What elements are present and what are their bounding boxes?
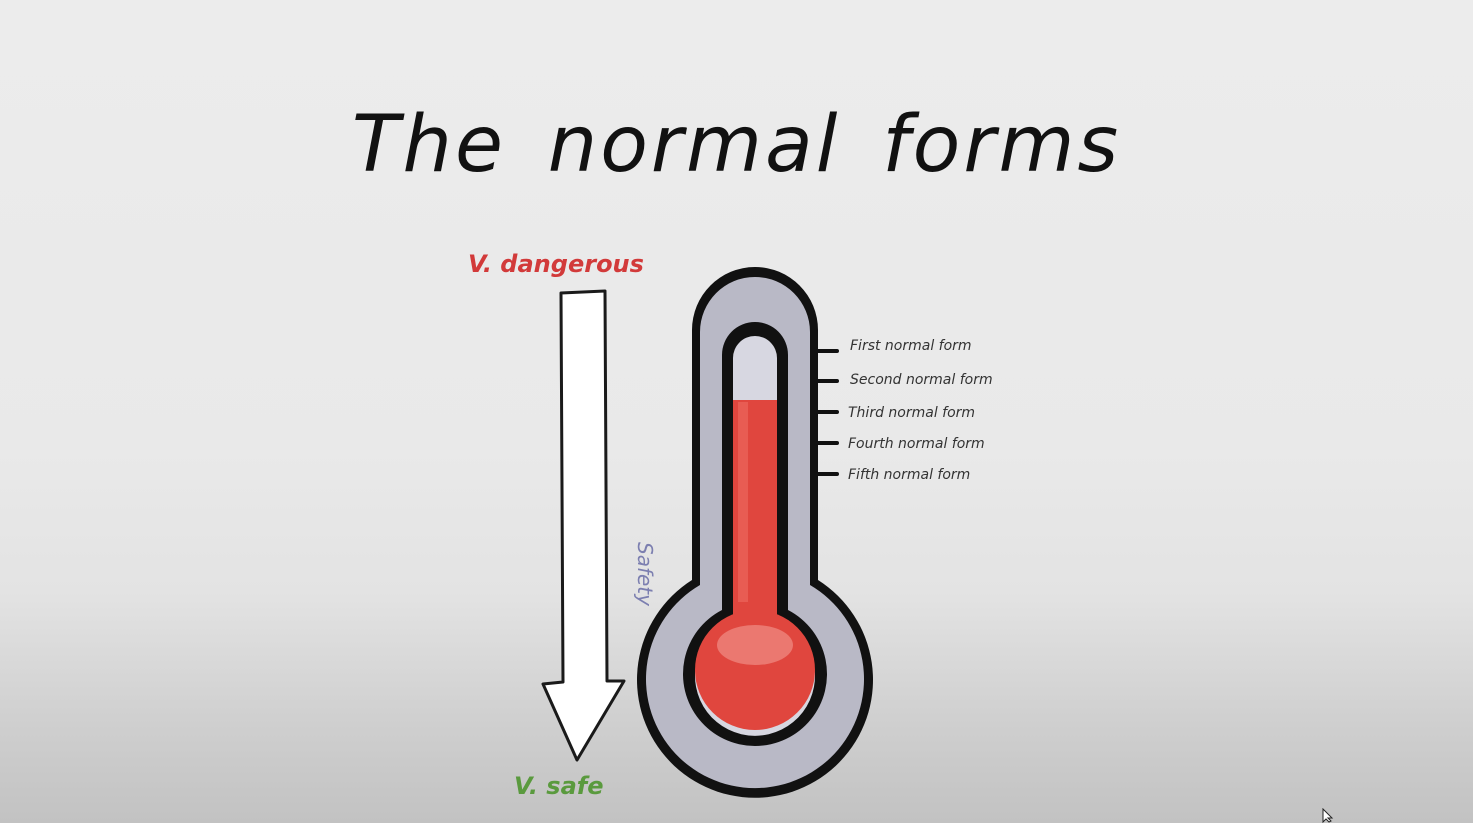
mouse-cursor-icon (1322, 808, 1334, 823)
danger-label: V. dangerous (468, 250, 644, 278)
slide-title: The normal forms (351, 100, 1122, 190)
level-3nf-label: Third normal form (848, 405, 976, 421)
level-5nf-label: Fifth normal form (848, 467, 971, 483)
level-4nf-label: Fourth normal form (848, 436, 985, 452)
down-arrow-icon (541, 289, 626, 762)
level-1nf-label: First normal form (850, 338, 972, 354)
thermometer-icon (637, 267, 873, 798)
safe-label: V. safe (514, 772, 604, 800)
safety-label: Safety (633, 542, 657, 606)
scale-ticks (816, 349, 839, 476)
level-2nf-label: Second normal form (850, 372, 993, 388)
